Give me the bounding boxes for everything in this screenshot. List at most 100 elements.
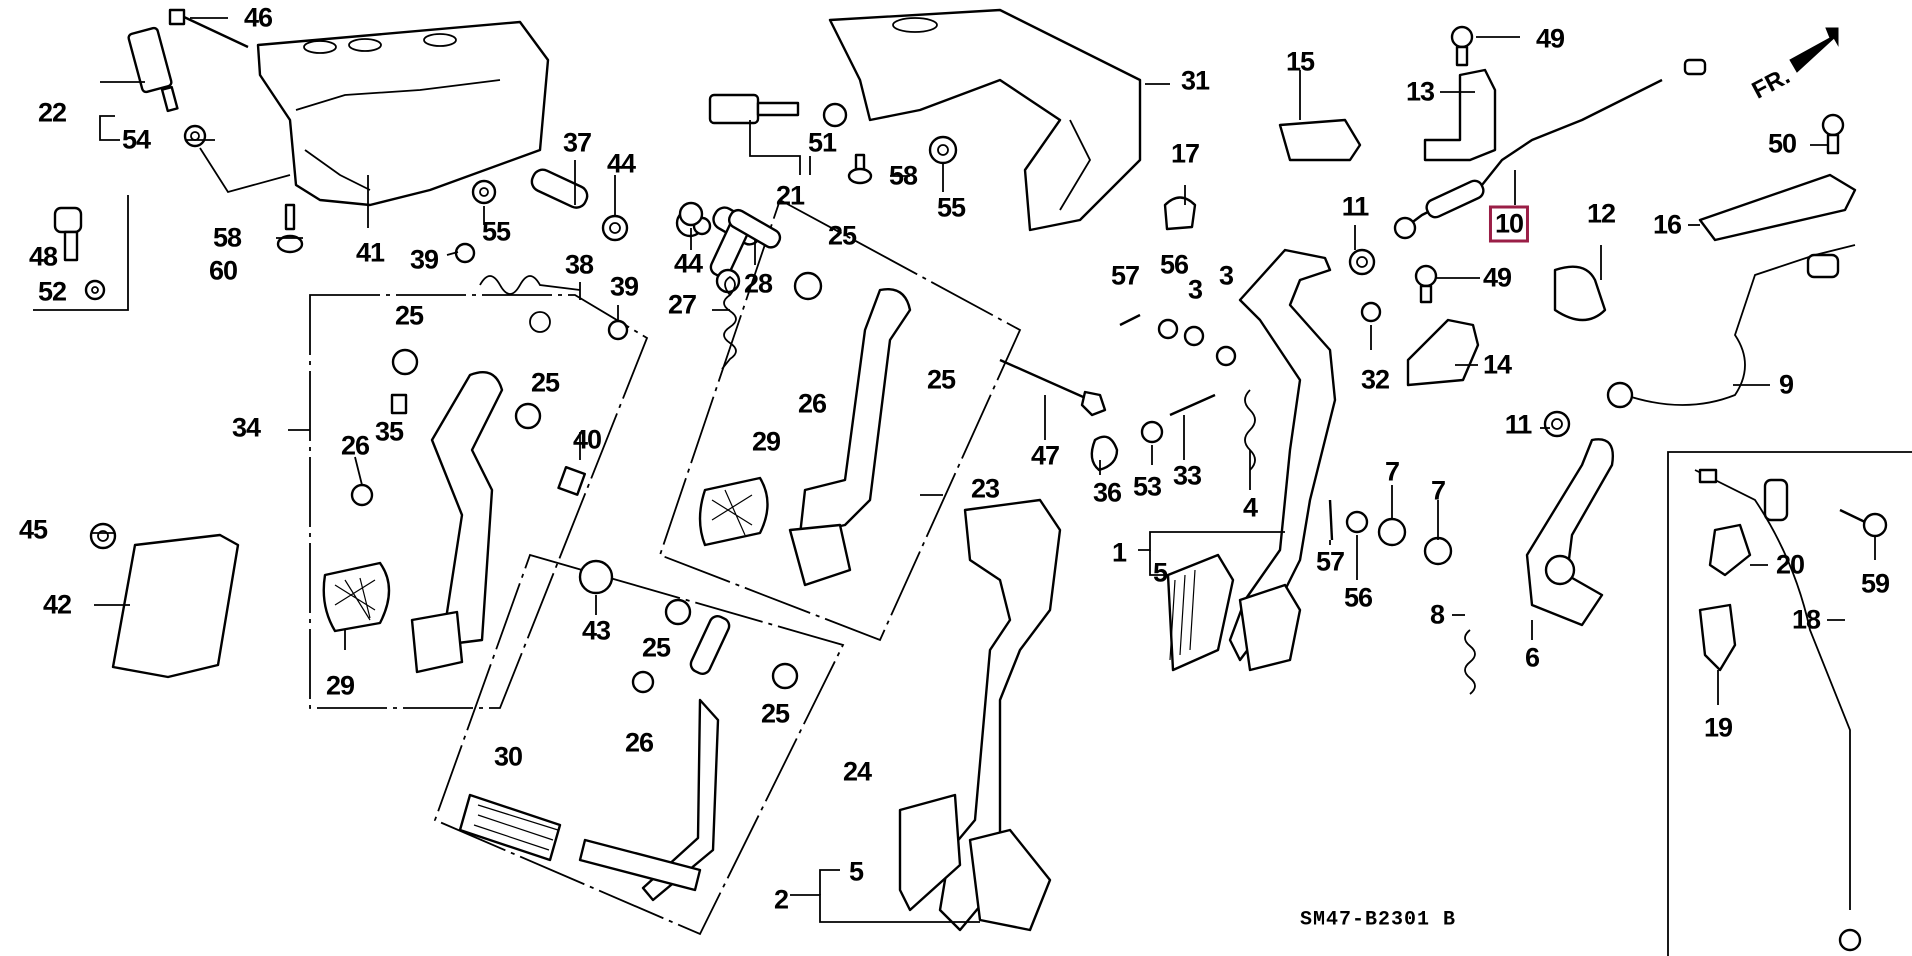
callout-24[interactable]: 24 [842, 756, 872, 787]
callout-2[interactable]: 2 [773, 884, 789, 915]
callout-25[interactable]: 25 [760, 698, 790, 729]
callout-36[interactable]: 36 [1092, 477, 1122, 508]
callout-27[interactable]: 27 [667, 289, 697, 320]
callout-1[interactable]: 1 [1111, 537, 1127, 568]
callout-49[interactable]: 49 [1535, 23, 1565, 54]
callout-56[interactable]: 56 [1159, 249, 1189, 280]
stopper-43 [578, 559, 614, 595]
callout-47[interactable]: 47 [1030, 440, 1060, 471]
callout-38[interactable]: 38 [564, 249, 594, 280]
callout-50[interactable]: 50 [1767, 128, 1797, 159]
callout-18[interactable]: 18 [1791, 604, 1821, 635]
bolt-48 [53, 206, 83, 262]
callout-11[interactable]: 11 [1341, 191, 1370, 222]
bracket-14 [1406, 318, 1480, 387]
callout-20[interactable]: 20 [1775, 549, 1805, 580]
stud-33 [1169, 393, 1216, 417]
callout-44[interactable]: 44 [673, 248, 703, 279]
callout-41[interactable]: 41 [355, 237, 385, 268]
callout-44[interactable]: 44 [606, 148, 636, 179]
callout-3[interactable]: 3 [1187, 274, 1203, 305]
clutch-pedal-34 [322, 348, 587, 674]
callout-29[interactable]: 29 [751, 426, 781, 457]
nut-45 [89, 522, 117, 550]
washer-11a [1348, 248, 1376, 276]
callout-10-highlighted[interactable]: 10 [1488, 205, 1530, 243]
callout-11[interactable]: 11 [1504, 409, 1533, 440]
callout-34[interactable]: 34 [231, 412, 261, 443]
callout-3[interactable]: 3 [1218, 260, 1234, 291]
callout-26[interactable]: 26 [624, 727, 654, 758]
callout-19[interactable]: 19 [1703, 712, 1733, 743]
callout-51[interactable]: 51 [807, 127, 837, 158]
callout-46[interactable]: 46 [243, 2, 273, 33]
callout-15[interactable]: 15 [1285, 46, 1315, 77]
callout-25[interactable]: 25 [926, 364, 956, 395]
callout-39[interactable]: 39 [609, 271, 639, 302]
callout-39[interactable]: 39 [409, 244, 439, 275]
callout-32[interactable]: 32 [1360, 364, 1390, 395]
callout-17[interactable]: 17 [1170, 138, 1200, 169]
callout-33[interactable]: 33 [1172, 460, 1202, 491]
pedal-bracket-41 [256, 20, 550, 207]
clip-12 [1553, 265, 1607, 322]
callout-25[interactable]: 25 [641, 632, 671, 663]
callout-21[interactable]: 21 [775, 180, 805, 211]
nut-51 [822, 102, 848, 128]
callout-49[interactable]: 49 [1482, 262, 1512, 293]
callout-48[interactable]: 48 [28, 241, 58, 272]
clip-20 [1708, 523, 1752, 577]
callout-22[interactable]: 22 [37, 97, 67, 128]
callout-13[interactable]: 13 [1405, 76, 1435, 107]
bracket-13 [1423, 68, 1497, 162]
callout-6[interactable]: 6 [1524, 642, 1540, 673]
callout-57[interactable]: 57 [1110, 260, 1140, 291]
bolt-50 [1821, 113, 1845, 155]
callout-58[interactable]: 58 [888, 160, 918, 191]
diagram-code: SM47-B2301 B [1300, 908, 1457, 932]
callout-8[interactable]: 8 [1429, 599, 1445, 630]
callout-29[interactable]: 29 [325, 670, 355, 701]
callout-55[interactable]: 55 [936, 192, 966, 223]
callout-35[interactable]: 35 [374, 416, 404, 447]
brake-pedal-23 [675, 206, 912, 587]
callout-30[interactable]: 30 [493, 741, 523, 772]
callout-56[interactable]: 56 [1343, 582, 1373, 613]
callout-9[interactable]: 9 [1778, 369, 1794, 400]
callout-43[interactable]: 43 [581, 615, 611, 646]
foot-rest-42 [111, 533, 240, 679]
callout-53[interactable]: 53 [1132, 471, 1162, 502]
pipe-37 [530, 168, 589, 209]
callout-58[interactable]: 58 [212, 222, 242, 253]
callout-54[interactable]: 54 [121, 124, 151, 155]
callout-7[interactable]: 7 [1430, 475, 1446, 506]
spring-38 [479, 275, 581, 333]
callout-60[interactable]: 60 [208, 255, 238, 286]
callout-45[interactable]: 45 [18, 514, 48, 545]
callout-26[interactable]: 26 [797, 388, 827, 419]
callout-28[interactable]: 28 [743, 268, 773, 299]
callout-23[interactable]: 23 [970, 473, 1000, 504]
spring-8 [1464, 629, 1476, 695]
callout-26[interactable]: 26 [340, 430, 370, 461]
callout-4[interactable]: 4 [1242, 492, 1258, 523]
callout-55[interactable]: 55 [481, 216, 511, 247]
callout-16[interactable]: 16 [1652, 209, 1682, 240]
switch-22 [127, 26, 179, 113]
bolt-58a [276, 203, 304, 254]
callout-25[interactable]: 25 [530, 367, 560, 398]
callout-7[interactable]: 7 [1384, 456, 1400, 487]
callout-59[interactable]: 59 [1860, 568, 1890, 599]
callout-31[interactable]: 31 [1180, 65, 1210, 96]
callout-37[interactable]: 37 [562, 127, 592, 158]
callout-25[interactable]: 25 [827, 220, 857, 251]
callout-14[interactable]: 14 [1482, 349, 1512, 380]
callout-57[interactable]: 57 [1315, 546, 1345, 577]
callout-5[interactable]: 5 [848, 856, 864, 887]
callout-12[interactable]: 12 [1586, 198, 1616, 229]
callout-40[interactable]: 40 [572, 424, 602, 455]
callout-5[interactable]: 5 [1152, 557, 1168, 588]
callout-25[interactable]: 25 [394, 300, 424, 331]
callout-42[interactable]: 42 [42, 589, 72, 620]
callout-52[interactable]: 52 [37, 276, 67, 307]
